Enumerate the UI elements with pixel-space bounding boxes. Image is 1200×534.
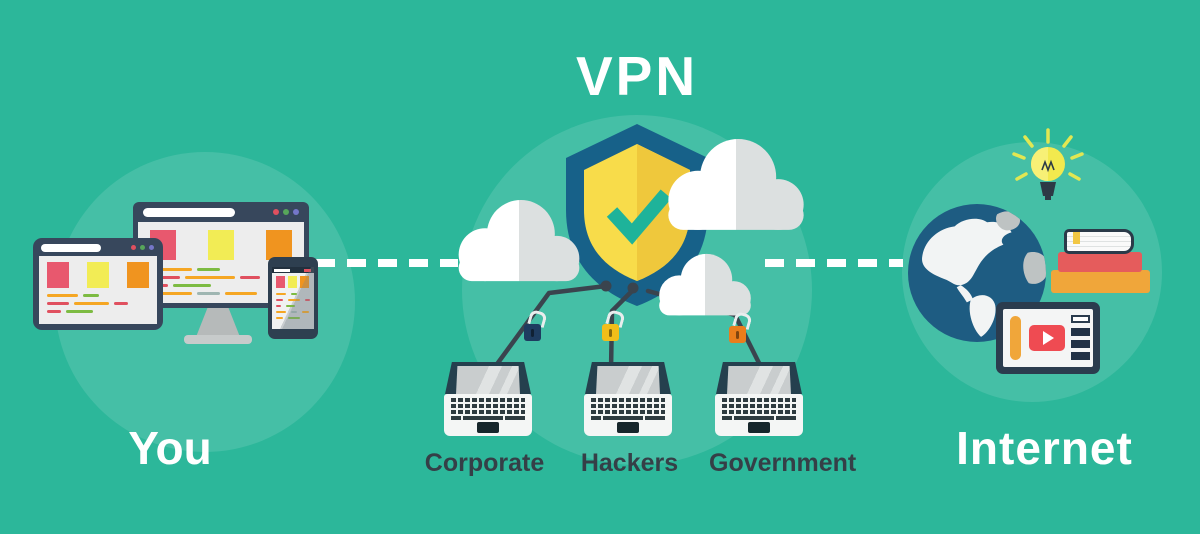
playlist-item bbox=[1071, 352, 1090, 360]
lock-body bbox=[524, 324, 541, 341]
book-bottom bbox=[1051, 270, 1150, 293]
sidebar-strip bbox=[1010, 316, 1021, 360]
smartphone-icon bbox=[268, 257, 318, 339]
address-pill bbox=[274, 269, 290, 272]
padlock-open-icon bbox=[729, 310, 753, 343]
laptop-body bbox=[444, 394, 532, 436]
window-dot-purple bbox=[293, 209, 299, 215]
play-icon bbox=[1043, 331, 1054, 345]
content-block bbox=[87, 262, 109, 288]
keyboard bbox=[451, 398, 525, 415]
content-lines bbox=[276, 293, 310, 323]
lock-body bbox=[602, 324, 619, 341]
playlist-item bbox=[1071, 315, 1090, 323]
laptop-body bbox=[715, 394, 803, 436]
keyhole bbox=[531, 329, 534, 337]
padlock-open-icon bbox=[524, 308, 548, 341]
you-label: You bbox=[128, 422, 212, 474]
dashed-connector-right bbox=[765, 259, 903, 267]
window-dot-red bbox=[273, 209, 279, 215]
window-dot-purple bbox=[149, 245, 154, 250]
keyboard-row bbox=[451, 416, 525, 420]
window-dot-green bbox=[140, 245, 145, 250]
browser-address-bar bbox=[272, 267, 314, 273]
padlock-open-icon bbox=[602, 308, 626, 341]
touchpad bbox=[477, 422, 499, 433]
content-block bbox=[47, 262, 69, 288]
window-dot-green bbox=[283, 209, 289, 215]
tablet-icon bbox=[33, 238, 163, 330]
bookmark bbox=[1073, 232, 1080, 244]
window-dot-red bbox=[131, 245, 136, 250]
content-block bbox=[266, 230, 292, 260]
content-block bbox=[127, 262, 149, 288]
touchpad bbox=[617, 422, 639, 433]
keyboard-row bbox=[591, 416, 665, 420]
content-lines bbox=[47, 294, 149, 320]
window-dots bbox=[304, 269, 311, 272]
laptop-icon bbox=[444, 362, 532, 438]
tablet-screen bbox=[39, 256, 157, 324]
lock-body bbox=[729, 326, 746, 343]
cloud-icon bbox=[668, 139, 804, 230]
cloud-icon bbox=[458, 199, 580, 282]
keyboard bbox=[722, 398, 796, 415]
internet-label: Internet bbox=[956, 422, 1133, 474]
browser-address-bar bbox=[143, 208, 235, 217]
playlist-item bbox=[1071, 328, 1090, 336]
keyboard-row bbox=[722, 416, 796, 420]
content-block bbox=[276, 276, 285, 288]
touchpad bbox=[748, 422, 770, 433]
cloud-icon bbox=[659, 253, 751, 316]
play-button bbox=[1029, 325, 1065, 351]
threat-label-corporate: Corporate bbox=[424, 449, 545, 477]
content-block bbox=[300, 276, 309, 288]
content-block bbox=[288, 276, 297, 288]
screen-glare bbox=[272, 267, 314, 329]
book-middle bbox=[1058, 252, 1142, 272]
browser-address-bar bbox=[41, 244, 101, 252]
playlist-item bbox=[1071, 340, 1090, 348]
keyhole bbox=[609, 329, 612, 337]
books-icon bbox=[1064, 229, 1134, 254]
keyboard bbox=[591, 398, 665, 415]
lightbulb-icon bbox=[1012, 128, 1084, 200]
monitor-base bbox=[184, 335, 252, 344]
laptop-body bbox=[584, 394, 672, 436]
video-player-icon bbox=[996, 302, 1100, 374]
laptop-icon bbox=[584, 362, 672, 438]
dashed-connector-left bbox=[316, 259, 458, 267]
video-screen bbox=[1003, 309, 1093, 367]
phone-screen bbox=[272, 267, 314, 329]
shield-check-icon bbox=[566, 124, 708, 306]
keyhole bbox=[736, 331, 739, 339]
threat-label-hackers: Hackers bbox=[580, 449, 679, 477]
page-title: VPN bbox=[575, 45, 699, 107]
threat-label-government: Government bbox=[709, 449, 857, 477]
content-block bbox=[208, 230, 234, 260]
laptop-icon bbox=[715, 362, 803, 438]
